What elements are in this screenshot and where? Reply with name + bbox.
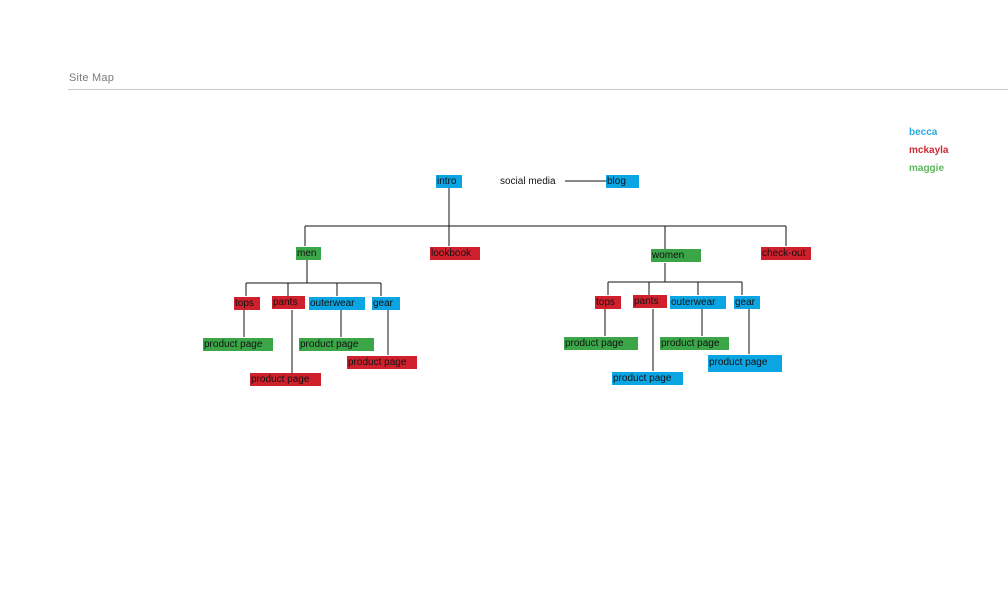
node-checkout: check-out bbox=[761, 247, 811, 260]
legend-item-becca: becca bbox=[909, 127, 938, 138]
node-men-pants: pants bbox=[272, 296, 305, 309]
node-women-gear: gear bbox=[734, 296, 760, 309]
node-women-tops-product-page: product page bbox=[564, 337, 638, 350]
node-men-outerwear-product-page: product page bbox=[299, 338, 374, 351]
node-women-pants: pants bbox=[633, 295, 667, 308]
page-title: Site Map bbox=[69, 72, 115, 84]
legend-item-maggie: maggie bbox=[909, 163, 945, 174]
node-women-outerwear-product-page: product page bbox=[660, 337, 729, 350]
node-social-media: social media bbox=[500, 176, 556, 187]
node-women: women bbox=[651, 249, 701, 262]
node-intro: intro bbox=[436, 175, 462, 188]
header-divider bbox=[68, 89, 1008, 90]
node-lookbook: lookbook bbox=[430, 247, 480, 260]
node-men-pants-product-page: product page bbox=[250, 373, 321, 386]
node-men-outerwear: outerwear bbox=[309, 297, 365, 310]
node-women-gear-product-page: product page bbox=[708, 355, 782, 372]
node-men-gear-product-page: product page bbox=[347, 356, 417, 369]
node-men-tops-product-page: product page bbox=[203, 338, 273, 351]
node-blog: blog bbox=[606, 175, 639, 188]
legend-item-mckayla: mckayla bbox=[909, 145, 949, 156]
node-women-pants-product-page: product page bbox=[612, 372, 683, 385]
node-men-gear: gear bbox=[372, 297, 400, 310]
node-men: men bbox=[296, 247, 321, 260]
node-women-tops: tops bbox=[595, 296, 621, 309]
node-men-tops: tops bbox=[234, 297, 260, 310]
node-women-outerwear: outerwear bbox=[670, 296, 726, 309]
